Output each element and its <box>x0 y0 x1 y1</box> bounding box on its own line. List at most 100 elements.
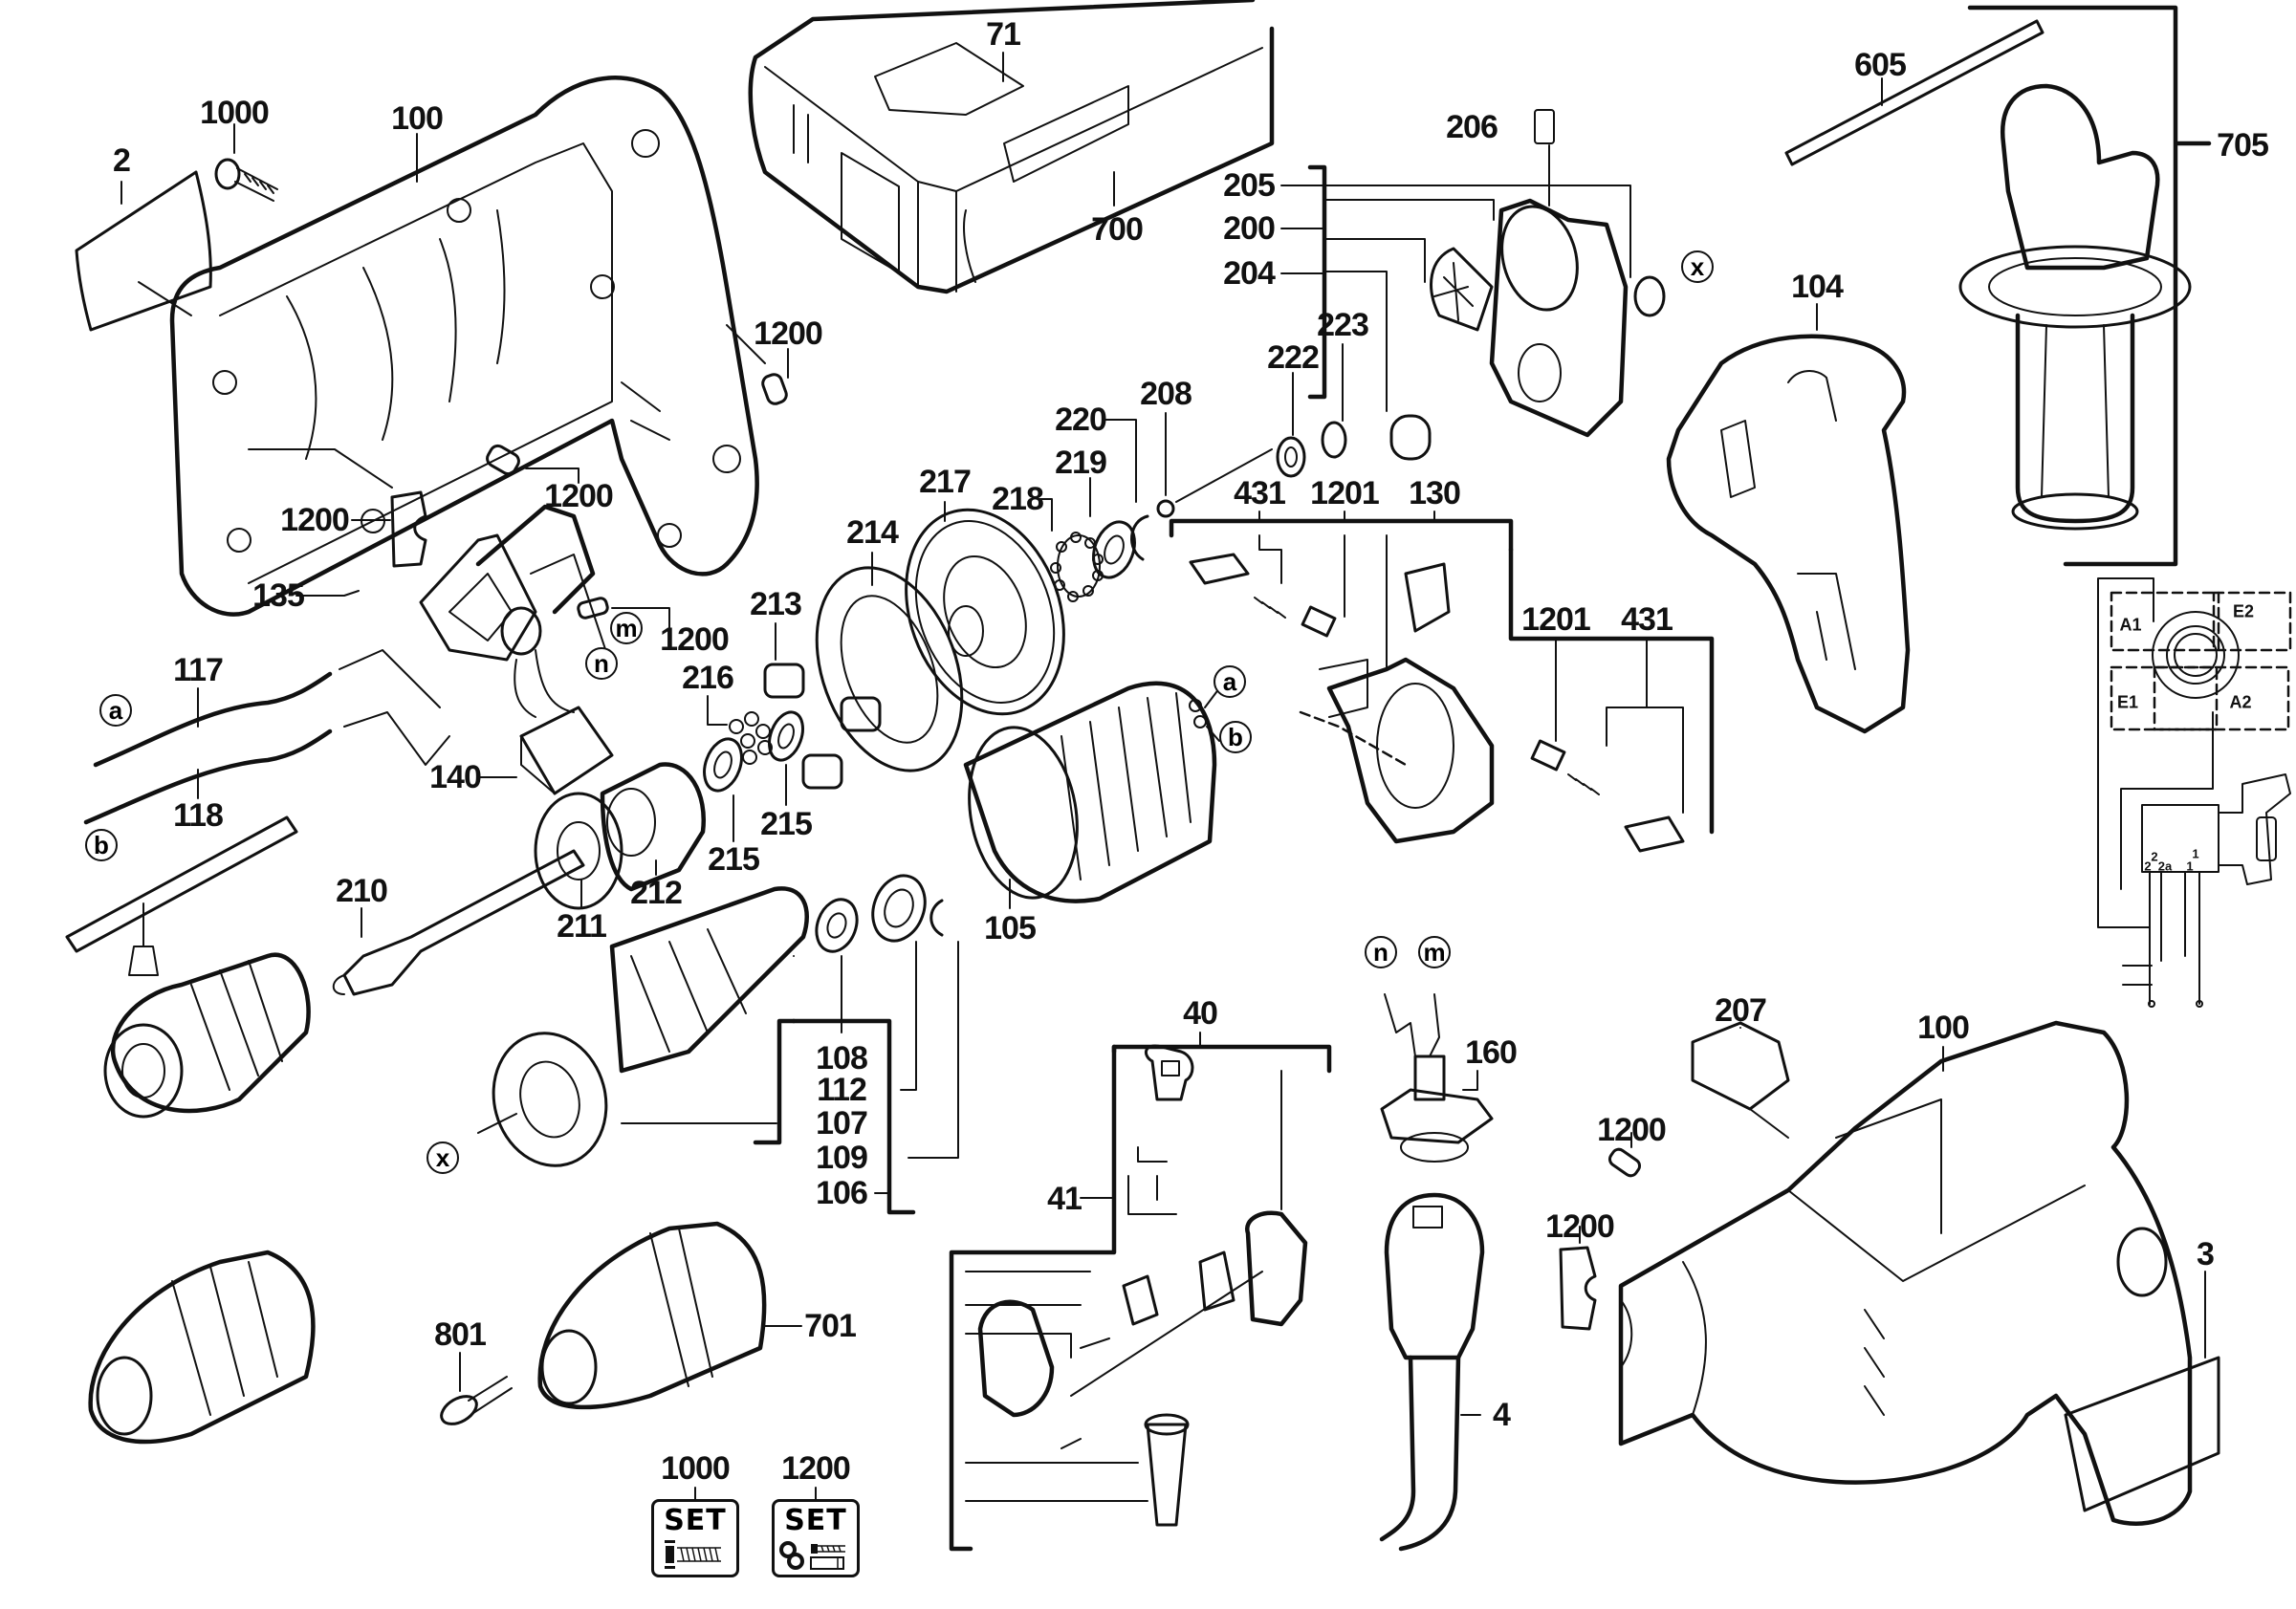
part-label-205: 205 <box>1223 167 1276 204</box>
power-cord-4 <box>1379 1192 1485 1552</box>
part-label-130: 130 <box>1409 475 1461 511</box>
marker-x-armature: x <box>426 1142 459 1174</box>
part-label-215-b: 215 <box>708 841 760 878</box>
part-label-1200-a: 1200 <box>754 315 823 352</box>
marker-b-lead: b <box>85 829 118 861</box>
part-label-223: 223 <box>1317 307 1369 343</box>
ball-208 <box>1156 412 1273 518</box>
part-label-108: 108 <box>816 1040 868 1076</box>
part-label-204: 204 <box>1223 255 1276 292</box>
washer-219 <box>1089 477 1136 579</box>
nameplate-3 <box>2064 1271 2220 1512</box>
marker-a-lead: a <box>99 694 132 727</box>
brush-right-431-1201 <box>1299 547 1715 853</box>
set-label-1000: 1000 <box>661 1450 731 1487</box>
part-label-208: 208 <box>1140 376 1192 412</box>
part-label-1200-e: 1200 <box>1597 1112 1667 1148</box>
rear-handle-cover-104 <box>1666 303 1911 734</box>
clip-1200-left <box>248 448 427 568</box>
clip-1200-br <box>1559 1226 1597 1331</box>
ball-bearing-211 <box>534 792 623 910</box>
part-label-140: 140 <box>429 759 482 795</box>
marker-m-socket: m <box>1418 936 1451 968</box>
keyless-chuck-left <box>88 1250 316 1445</box>
brush-left-431-1201 <box>1169 511 1514 638</box>
part-label-1200-b: 1200 <box>544 478 614 514</box>
washer-215-b <box>703 737 743 842</box>
spindle-210 <box>332 849 585 996</box>
part-label-107: 107 <box>816 1105 868 1142</box>
part-label-701: 701 <box>804 1308 857 1344</box>
side-handle-705 <box>1958 5 2212 567</box>
marker-n-switch: n <box>585 647 618 680</box>
part-label-218: 218 <box>992 481 1044 517</box>
armature-bracket <box>621 1018 916 1215</box>
wiring-diagram <box>2097 577 2292 1008</box>
wiring-terminal-2a: 2a <box>2157 859 2173 874</box>
capacitor-140 <box>477 649 614 795</box>
screw-icon <box>665 1540 721 1569</box>
wiring-terminal-2: 2 <box>2144 859 2152 874</box>
ring-gear-214 <box>815 552 964 772</box>
marker-x-gear-housing: x <box>1681 250 1714 283</box>
screw-1000 <box>214 123 278 202</box>
screw-1200-switch <box>577 597 670 632</box>
pin-1200-br <box>1607 1132 1642 1178</box>
wiring-label-a1: A1 <box>2119 615 2142 635</box>
field-105 <box>963 681 1220 909</box>
brush-holder-130 <box>1319 534 1495 844</box>
wiring-label-a2: A2 <box>2229 692 2252 712</box>
washer-215-a <box>768 710 804 806</box>
part-label-216: 216 <box>682 660 734 696</box>
part-label-109: 109 <box>816 1140 868 1176</box>
part-label-100: 100 <box>391 100 444 137</box>
set-box-1000-title: SET <box>664 1504 727 1537</box>
part-label-40: 40 <box>1183 995 1218 1032</box>
part-label-1200-c: 1200 <box>280 502 350 538</box>
screw-801 <box>440 1352 513 1425</box>
part-label-212: 212 <box>630 875 683 911</box>
keyless-chuck-701 <box>537 1221 802 1410</box>
part-label-214: 214 <box>846 514 899 551</box>
part-label-222: 222 <box>1267 339 1320 376</box>
marker-n-socket: n <box>1365 936 1397 968</box>
part-label-3: 3 <box>2197 1236 2215 1272</box>
housing-half-100 <box>169 76 759 617</box>
part-label-605: 605 <box>1854 47 1907 83</box>
marker-m-switch: m <box>610 612 643 644</box>
housing-assembled-100 <box>1618 1020 2193 1526</box>
wiring-label-e2: E2 <box>2232 601 2255 621</box>
part-label-71: 71 <box>986 16 1021 53</box>
retaining-ring-220 <box>1104 419 1149 561</box>
part-label-1000: 1000 <box>200 95 270 131</box>
cord-connector-set-40 <box>949 1032 1332 1552</box>
bearing-housing-212 <box>600 762 707 892</box>
keyed-chuck <box>103 952 311 1119</box>
armature-106 <box>477 886 809 1167</box>
marker-a-field: a <box>1214 665 1246 698</box>
part-label-1201-a: 1201 <box>1310 475 1380 511</box>
depth-rod-605 <box>1784 19 2045 166</box>
wiring-terminal-1-top: 1 <box>2192 846 2199 861</box>
carrying-case-700 <box>748 0 1275 294</box>
part-label-217: 217 <box>919 464 972 500</box>
part-label-118: 118 <box>173 797 224 834</box>
part-label-700: 700 <box>1091 211 1144 248</box>
washers-screw-pin-icon <box>779 1541 845 1570</box>
wiring-terminal-1: 1 <box>2186 859 2194 874</box>
bearing-108 <box>815 898 859 1033</box>
part-label-219: 219 <box>1055 445 1107 481</box>
part-label-211: 211 <box>557 908 607 945</box>
balls-216 <box>707 695 773 765</box>
part-label-213: 213 <box>750 586 802 622</box>
part-label-117: 117 <box>173 652 224 688</box>
part-label-206: 206 <box>1446 109 1498 145</box>
part-label-220: 220 <box>1055 402 1107 438</box>
part-label-431-b: 431 <box>1621 601 1673 638</box>
selector-207 <box>1691 1021 1790 1139</box>
bearing-sleeve-112 <box>871 874 927 1091</box>
wiring-terminal-2-top: 2 <box>2151 849 2158 864</box>
set-box-1200: SET <box>772 1499 860 1577</box>
pin-1200-upper <box>726 324 789 405</box>
part-label-215-a: 215 <box>760 806 813 842</box>
